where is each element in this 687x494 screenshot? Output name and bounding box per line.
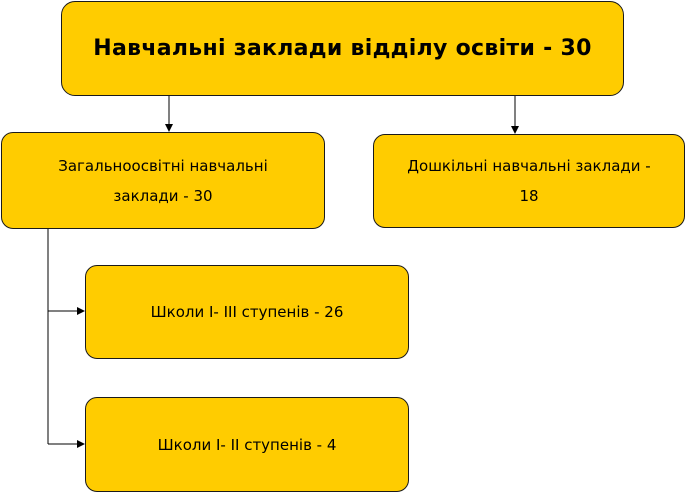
schools-1-2-node: Школи I- II ступенів - 4: [85, 397, 409, 492]
preschool-node: Дошкільні навчальні заклади - 18: [373, 134, 685, 228]
general-schools-label: Загальноосвітні навчальні заклади - 30: [58, 156, 268, 205]
schools-1-2-label: Школи I- II ступенів - 4: [157, 435, 337, 454]
root-node: Навчальні заклади відділу освіти - 30: [61, 1, 624, 96]
general-schools-node: Загальноосвітні навчальні заклади - 30: [1, 132, 325, 229]
root-node-label: Навчальні заклади відділу освіти - 30: [93, 36, 592, 61]
schools-1-3-label: Школи I- III ступенів - 26: [150, 303, 344, 321]
schools-1-3-node: Школи I- III ступенів - 26: [85, 265, 409, 359]
preschool-label: Дошкільні навчальні заклади - 18: [407, 157, 651, 205]
